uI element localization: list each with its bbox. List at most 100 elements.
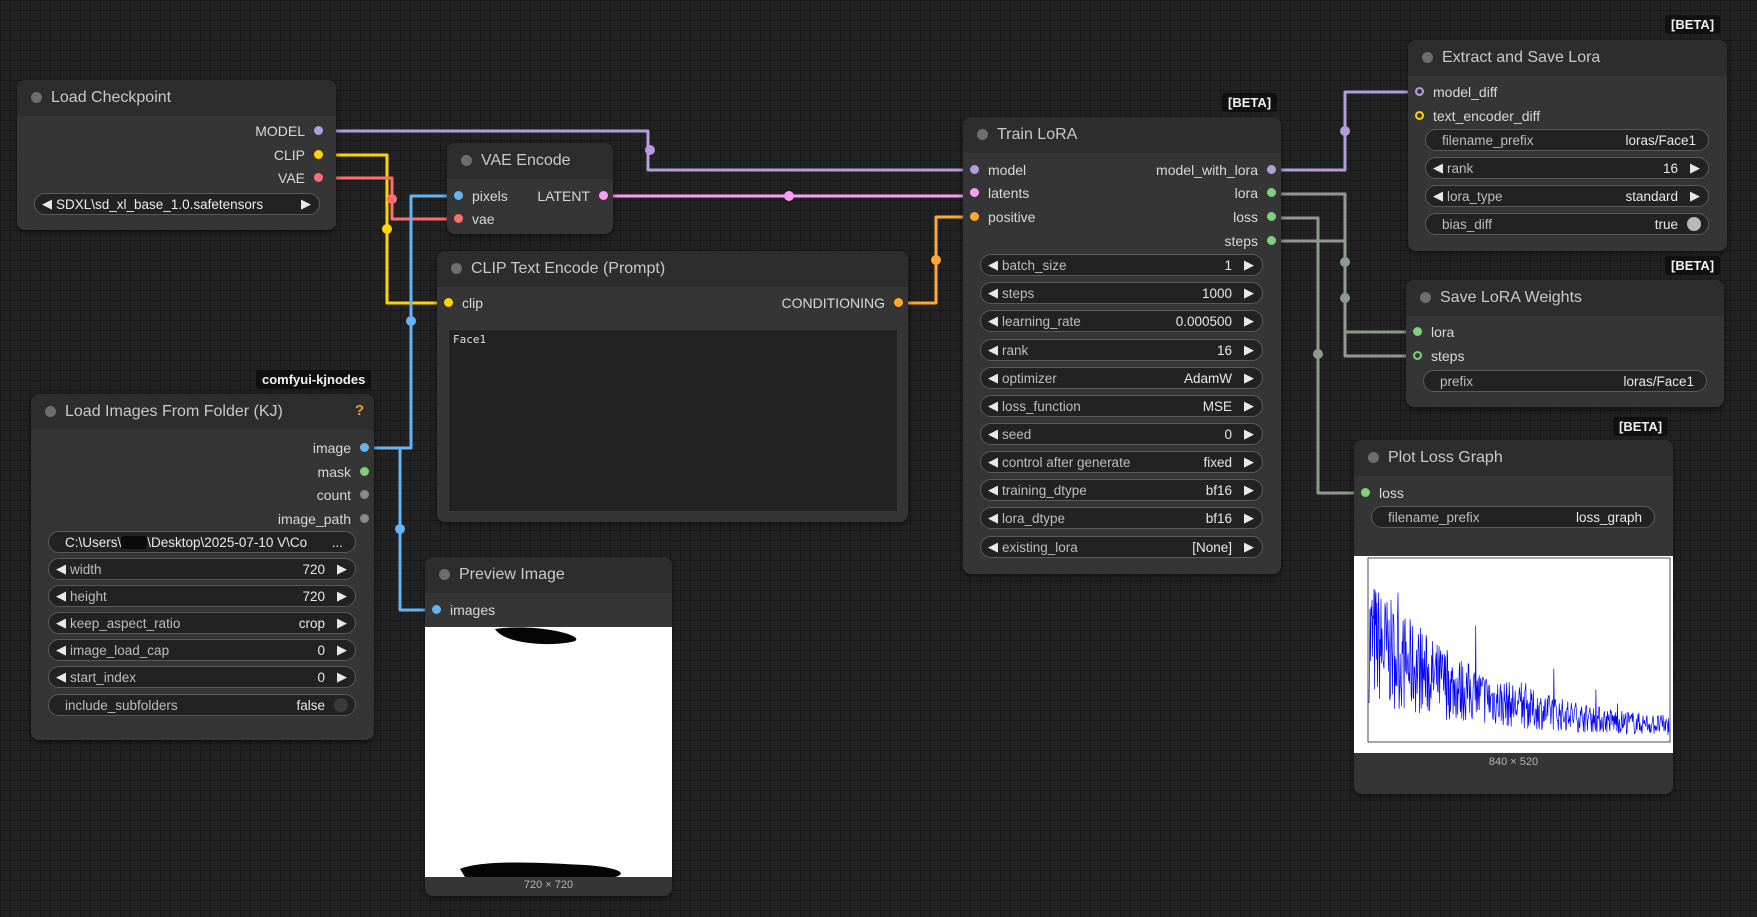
arrow-right-icon[interactable]: ▶ <box>1690 188 1700 203</box>
collapse-dot-icon[interactable] <box>451 263 462 274</box>
port-dot-icon[interactable] <box>1267 236 1276 245</box>
output-image[interactable]: image <box>313 439 369 457</box>
arrow-right-icon[interactable]: ▶ <box>301 196 311 211</box>
arrow-left-icon[interactable]: ◀ <box>56 615 66 630</box>
arrow-right-icon[interactable]: ▶ <box>337 615 347 630</box>
prompt-textarea[interactable]: Face1 <box>448 329 898 512</box>
arrow-left-icon[interactable]: ◀ <box>988 398 998 413</box>
port-dot-icon[interactable] <box>360 443 369 452</box>
arrow-left-icon[interactable]: ◀ <box>56 561 66 576</box>
arrow-right-icon[interactable]: ▶ <box>1244 285 1254 300</box>
collapse-dot-icon[interactable] <box>45 406 56 417</box>
reroute-dot[interactable] <box>406 316 416 326</box>
arrow-right-icon[interactable]: ▶ <box>1244 342 1254 357</box>
existing-lora-widget[interactable]: ◀existing_lora[None]▶ <box>980 536 1263 558</box>
input-loss[interactable]: loss <box>1361 484 1404 502</box>
collapse-dot-icon[interactable] <box>1420 292 1431 303</box>
node-title-bar[interactable]: VAE Encode <box>447 143 613 179</box>
collapse-dot-icon[interactable] <box>31 92 42 103</box>
input-images[interactable]: images <box>432 601 495 619</box>
arrow-left-icon[interactable]: ◀ <box>988 539 998 554</box>
node-title-bar[interactable]: CLIP Text Encode (Prompt) <box>437 251 908 287</box>
output-vae[interactable]: VAE <box>278 169 323 187</box>
reroute-dot[interactable] <box>1340 126 1350 136</box>
load-checkpoint-node[interactable]: Load Checkpoint MODEL CLIP VAE ◀ SDXL\sd… <box>17 80 336 230</box>
port-dot-icon[interactable] <box>432 605 441 614</box>
reroute-dot[interactable] <box>1313 349 1323 359</box>
reroute-dot[interactable] <box>931 255 941 265</box>
port-dot-icon[interactable] <box>454 214 463 223</box>
arrow-left-icon[interactable]: ◀ <box>988 342 998 357</box>
input-pixels[interactable]: pixels <box>454 187 508 205</box>
input-latents[interactable]: latents <box>970 184 1029 202</box>
input-lora[interactable]: lora <box>1413 323 1454 341</box>
port-dot-icon[interactable] <box>454 191 463 200</box>
toggle-knob-icon[interactable] <box>334 698 348 712</box>
height-widget[interactable]: ◀ height 720 ▶ <box>48 585 356 607</box>
output-conditioning[interactable]: CONDITIONING <box>782 294 903 312</box>
input-clip[interactable]: clip <box>444 294 483 312</box>
keep-aspect-ratio-widget[interactable]: ◀ keep_aspect_ratio crop ▶ <box>48 612 356 634</box>
arrow-left-icon[interactable]: ◀ <box>988 454 998 469</box>
arrow-right-icon[interactable]: ▶ <box>1244 313 1254 328</box>
output-model[interactable]: MODEL <box>255 122 323 140</box>
node-title-bar[interactable]: Save LoRA Weights <box>1406 280 1724 316</box>
arrow-right-icon[interactable]: ▶ <box>1244 398 1254 413</box>
arrow-left-icon[interactable]: ◀ <box>988 370 998 385</box>
collapse-dot-icon[interactable] <box>461 155 472 166</box>
port-dot-icon[interactable] <box>894 298 903 307</box>
collapse-dot-icon[interactable] <box>977 129 988 140</box>
arrow-left-icon[interactable]: ◀ <box>988 313 998 328</box>
port-dot-icon[interactable] <box>1415 111 1424 120</box>
input-vae[interactable]: vae <box>454 210 495 228</box>
arrow-left-icon[interactable]: ◀ <box>56 642 66 657</box>
port-dot-icon[interactable] <box>970 165 979 174</box>
port-dot-icon[interactable] <box>360 490 369 499</box>
port-dot-icon[interactable] <box>314 173 323 182</box>
output-image-path[interactable]: image_path <box>278 510 369 528</box>
input-model[interactable]: model <box>970 161 1026 179</box>
image-load-cap-widget[interactable]: ◀ image_load_cap 0 ▶ <box>48 639 356 661</box>
extract-save-lora-node[interactable]: Extract and Save Lora model_diff text_en… <box>1408 40 1727 251</box>
port-dot-icon[interactable] <box>314 150 323 159</box>
arrow-right-icon[interactable]: ▶ <box>1690 160 1700 175</box>
arrow-right-icon[interactable]: ▶ <box>1244 482 1254 497</box>
arrow-right-icon[interactable]: ▶ <box>1244 257 1254 272</box>
reroute-dot[interactable] <box>395 524 405 534</box>
arrow-right-icon[interactable]: ▶ <box>1244 426 1254 441</box>
reroute-dot[interactable] <box>784 191 794 201</box>
arrow-left-icon[interactable]: ◀ <box>42 196 52 211</box>
arrow-right-icon[interactable]: ▶ <box>1244 510 1254 525</box>
output-steps[interactable]: steps <box>1225 232 1276 250</box>
arrow-left-icon[interactable]: ◀ <box>56 669 66 684</box>
node-title-bar[interactable]: Load Images From Folder (KJ) ? <box>31 394 374 430</box>
arrow-right-icon[interactable]: ▶ <box>1244 370 1254 385</box>
port-dot-icon[interactable] <box>360 467 369 476</box>
reroute-dot[interactable] <box>382 224 392 234</box>
output-mask[interactable]: mask <box>318 463 369 481</box>
port-dot-icon[interactable] <box>314 126 323 135</box>
arrow-left-icon[interactable]: ◀ <box>988 482 998 497</box>
folder-path-input[interactable]: C:\Users\\Desktop\2025-07-10 V\Co ... <box>48 531 356 553</box>
train-lora-node[interactable]: Train LoRA model latents positive model_… <box>963 117 1281 574</box>
arrow-left-icon[interactable]: ◀ <box>988 285 998 300</box>
reroute-dot[interactable] <box>645 145 655 155</box>
arrow-left-icon[interactable]: ◀ <box>988 510 998 525</box>
preview-image-node[interactable]: Preview Image images 720 × 720 <box>425 557 672 896</box>
include-subfolders-toggle[interactable]: include_subfolders false <box>48 694 356 716</box>
output-model-with-lora[interactable]: model_with_lora <box>1156 161 1276 179</box>
port-dot-icon[interactable] <box>599 191 608 200</box>
port-dot-icon[interactable] <box>1267 188 1276 197</box>
port-dot-icon[interactable] <box>1415 87 1424 96</box>
toggle-knob-icon[interactable] <box>1687 217 1701 231</box>
collapse-dot-icon[interactable] <box>1368 452 1379 463</box>
arrow-right-icon[interactable]: ▶ <box>337 642 347 657</box>
